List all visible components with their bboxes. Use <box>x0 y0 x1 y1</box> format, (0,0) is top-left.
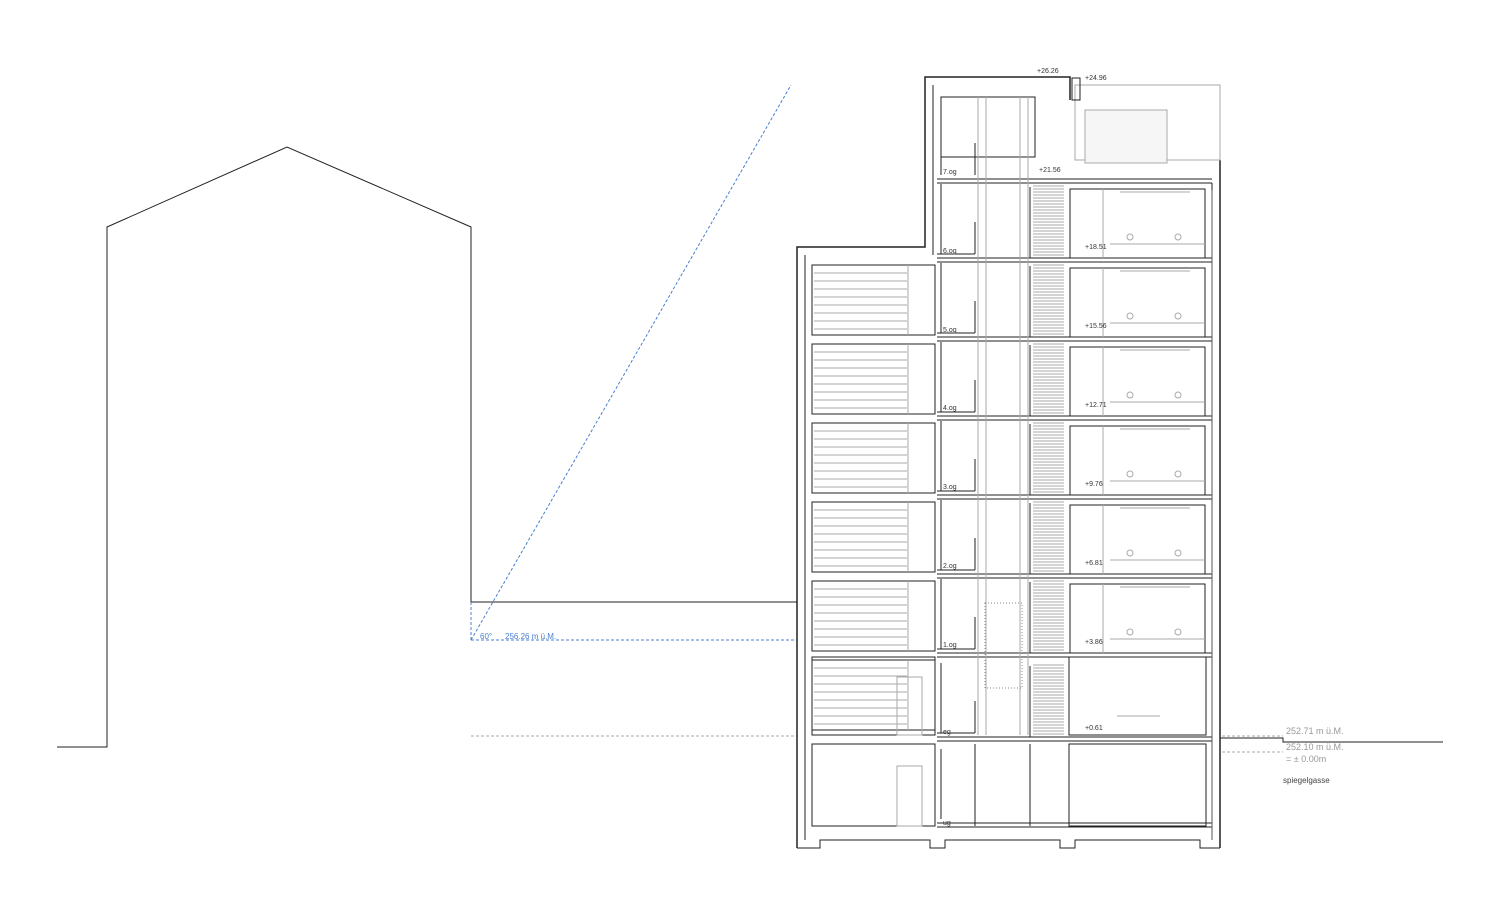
chair <box>1174 391 1182 399</box>
level-mark: +15.56 <box>1085 323 1107 330</box>
floor-label: 4.og <box>943 405 957 412</box>
left-room <box>811 501 936 573</box>
parapet <box>1071 77 1081 101</box>
office-room <box>1069 583 1206 654</box>
ug-left-room <box>811 743 936 827</box>
chair <box>1126 312 1134 320</box>
street-zero-level: 252.10 m ü.M. <box>1286 742 1344 752</box>
level-mark: +3.86 <box>1085 639 1103 646</box>
chair <box>1174 549 1182 557</box>
level-mark: +0.61 <box>1085 725 1103 732</box>
chair <box>1126 470 1134 478</box>
left-room <box>811 580 936 652</box>
neighbor-level-label: 256.26 m ü.M. <box>505 632 556 641</box>
building-outline-left <box>796 76 1071 848</box>
street-ground-line <box>1220 737 1443 743</box>
chair <box>1174 628 1182 636</box>
chair <box>1174 233 1182 241</box>
office-room <box>1069 346 1206 417</box>
eg-right-room <box>1068 656 1207 736</box>
roof-glazing <box>1084 109 1168 164</box>
neighbor-house-outline <box>57 146 797 748</box>
floor-label: 1.og <box>943 642 957 649</box>
floor-label: ug <box>943 820 951 827</box>
level-mark: +21.56 <box>1039 167 1061 174</box>
eg-left-room <box>811 656 936 736</box>
floor-label: 6.og <box>943 248 957 255</box>
foundation <box>797 839 1220 849</box>
left-room <box>811 343 936 415</box>
level-mark: +12.71 <box>1085 402 1107 409</box>
angle-label: 60° <box>480 632 492 641</box>
office-room <box>1069 267 1206 338</box>
floor-label: 3.og <box>943 484 957 491</box>
floor-label: eg <box>943 729 951 736</box>
chair <box>1126 549 1134 557</box>
level-mark: +18.51 <box>1085 244 1107 251</box>
zero-level: = ± 0.00m <box>1286 754 1326 764</box>
level-mark: +6.81 <box>1085 560 1103 567</box>
floor-label: 2.og <box>943 563 957 570</box>
level-mark: +24.96 <box>1085 75 1107 82</box>
lift-cabin <box>984 602 1023 689</box>
office-room <box>1069 188 1206 259</box>
chair <box>1174 312 1182 320</box>
ug-right-room <box>1068 743 1207 827</box>
sun-angle-line <box>470 84 792 641</box>
left-room <box>811 264 936 336</box>
left-room <box>811 659 936 731</box>
floor-label: 7.og <box>943 169 957 176</box>
street-top-level: 252.71 m ü.M. <box>1286 726 1344 736</box>
left-room <box>811 422 936 494</box>
chair <box>1174 470 1182 478</box>
office-room <box>1069 504 1206 575</box>
chair <box>1126 391 1134 399</box>
door <box>896 676 923 736</box>
level-mark: +26.26 <box>1037 68 1059 75</box>
chair <box>1126 233 1134 241</box>
floor-label: 5.og <box>943 327 957 334</box>
door <box>896 765 923 827</box>
level-mark: +9.76 <box>1085 481 1103 488</box>
lift-overrun <box>940 96 1036 158</box>
chair <box>1126 628 1134 636</box>
street-name: spiegelgasse <box>1283 776 1330 785</box>
office-room <box>1069 425 1206 496</box>
